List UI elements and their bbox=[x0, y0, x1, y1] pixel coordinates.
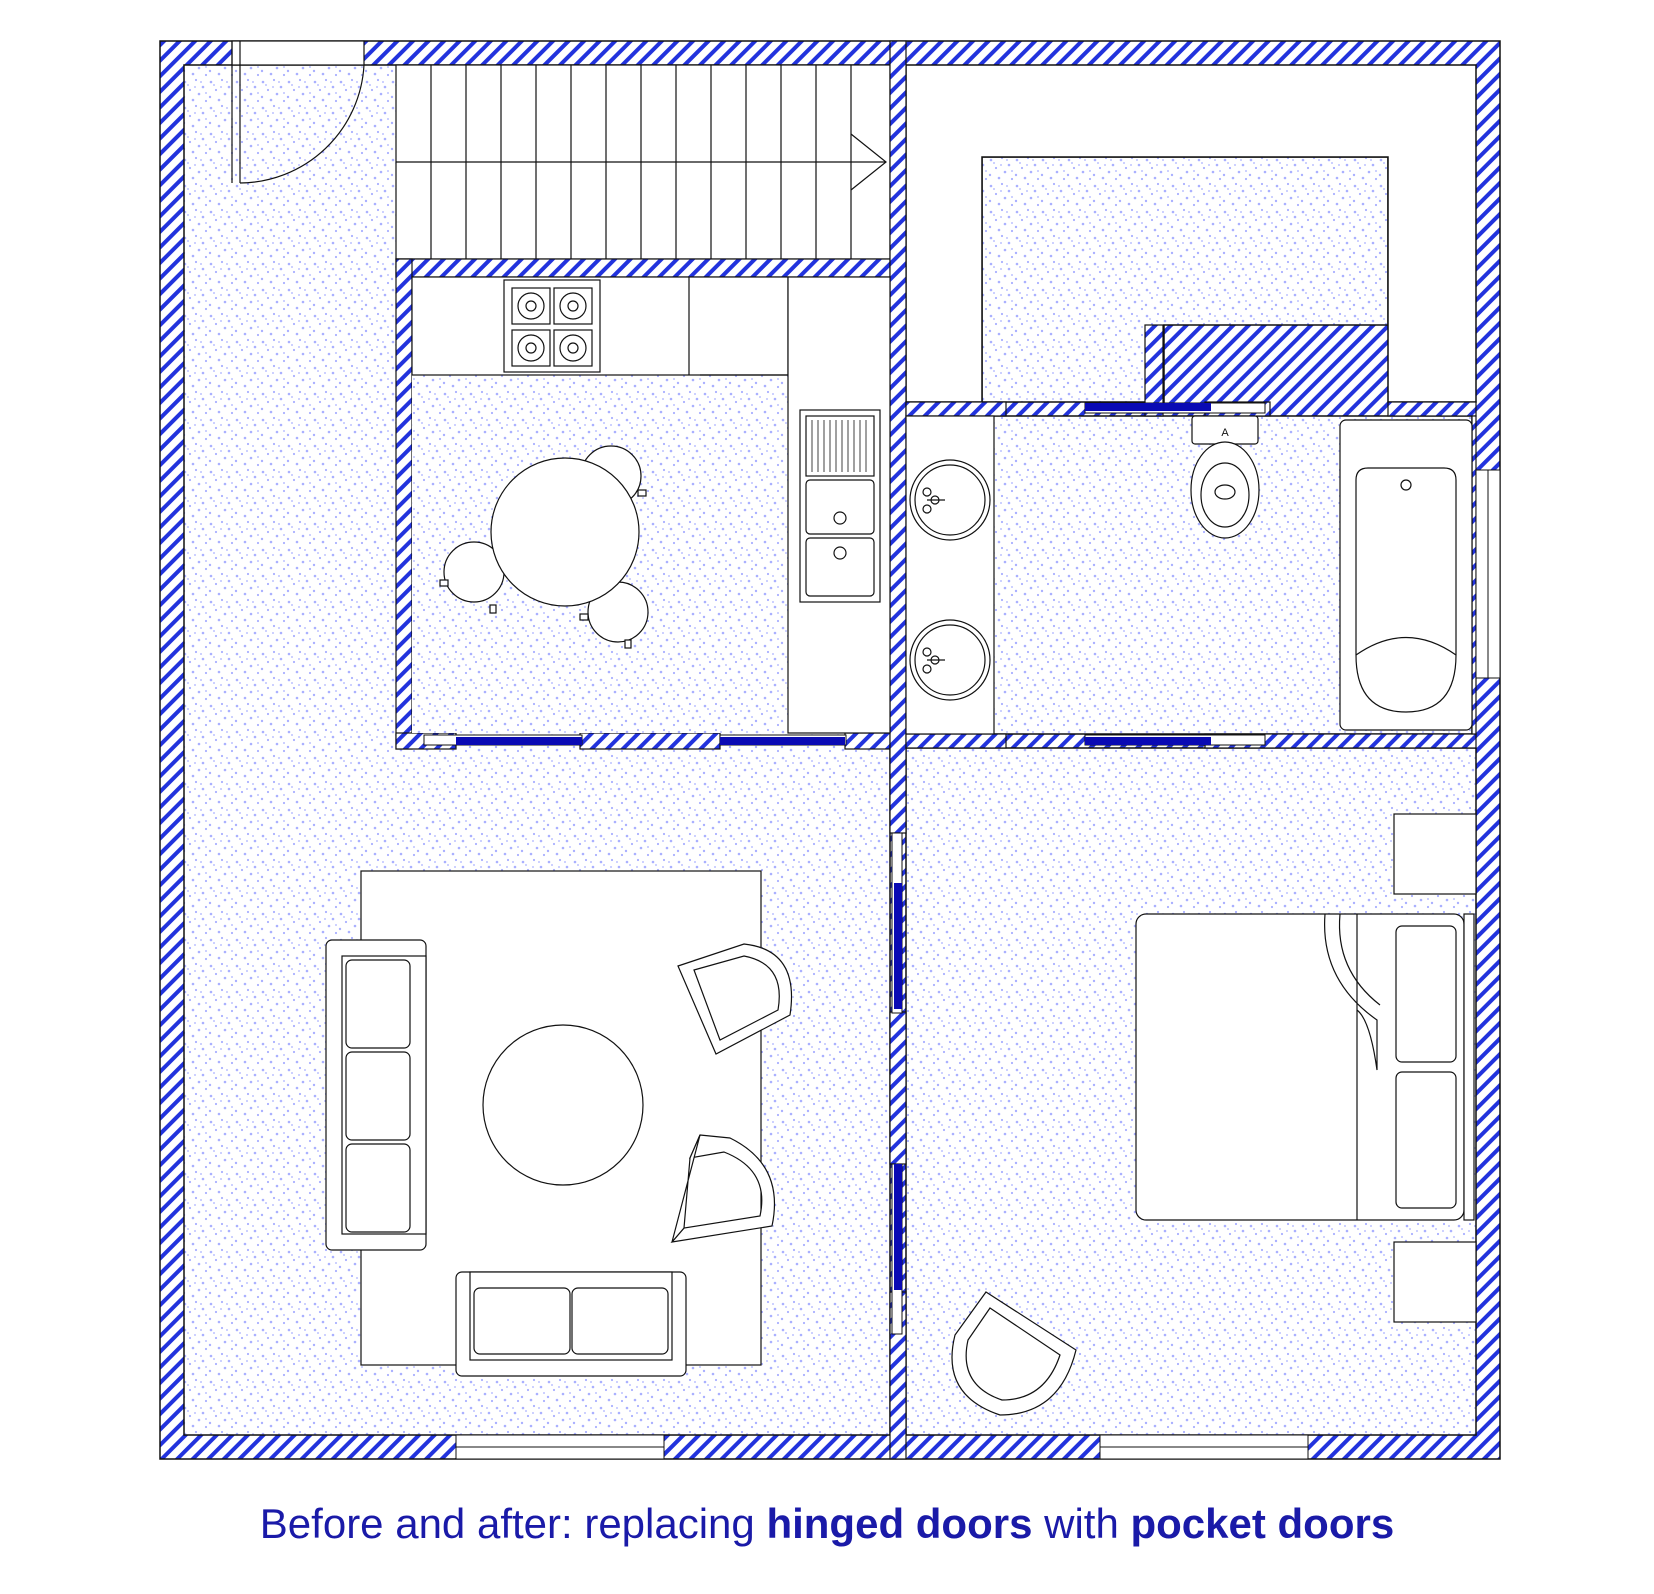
bedroom bbox=[951, 813, 1477, 1416]
bathtub-icon bbox=[1339, 419, 1473, 731]
staircase bbox=[395, 64, 891, 260]
living-room bbox=[325, 870, 793, 1377]
bed-icon bbox=[1135, 913, 1475, 1221]
stove bbox=[503, 279, 601, 373]
stair-arrow-icon bbox=[850, 133, 887, 191]
svg-text:A: A bbox=[1221, 427, 1229, 439]
caption-text-1: Before and after: replacing bbox=[259, 1500, 767, 1547]
pocket-door-bedroom-upper bbox=[891, 832, 903, 1014]
sofa-icon bbox=[325, 939, 427, 1251]
armchair-icon bbox=[951, 1291, 1077, 1416]
nightstand bbox=[1393, 813, 1477, 895]
nightstand bbox=[1393, 1241, 1477, 1323]
caption: Before and after: replacing hinged doors… bbox=[0, 1500, 1654, 1548]
armchair-icon bbox=[670, 1134, 776, 1243]
kitchen bbox=[411, 276, 891, 734]
pocket-doors bbox=[423, 402, 1266, 1335]
floor-plan: A bbox=[159, 40, 1501, 1460]
windows bbox=[455, 469, 1501, 1460]
stove-burner-icon bbox=[511, 287, 593, 367]
bathroom: A bbox=[905, 415, 1473, 735]
sofa-icon bbox=[455, 1271, 687, 1377]
caption-bold-pocket: pocket doors bbox=[1130, 1500, 1395, 1547]
pocket-door-kitchen-left bbox=[423, 734, 583, 746]
sink-icon bbox=[909, 459, 991, 701]
caption-text-2: with bbox=[1032, 1500, 1131, 1547]
caption-bold-hinged: hinged doors bbox=[766, 1500, 1033, 1547]
entrance-hinged-door bbox=[231, 40, 365, 184]
armchair-icon bbox=[677, 943, 793, 1055]
pocket-door-bathroom-top bbox=[1084, 402, 1266, 414]
pocket-door-kitchen-right bbox=[719, 734, 847, 746]
pocket-door-bedroom-lower bbox=[891, 1163, 903, 1335]
sink-icon bbox=[799, 409, 881, 603]
pocket-door-bathroom-bottom bbox=[1084, 734, 1266, 746]
kitchen-table bbox=[490, 457, 640, 607]
table-icon bbox=[482, 1024, 644, 1186]
toilet-icon: A bbox=[1190, 415, 1260, 539]
